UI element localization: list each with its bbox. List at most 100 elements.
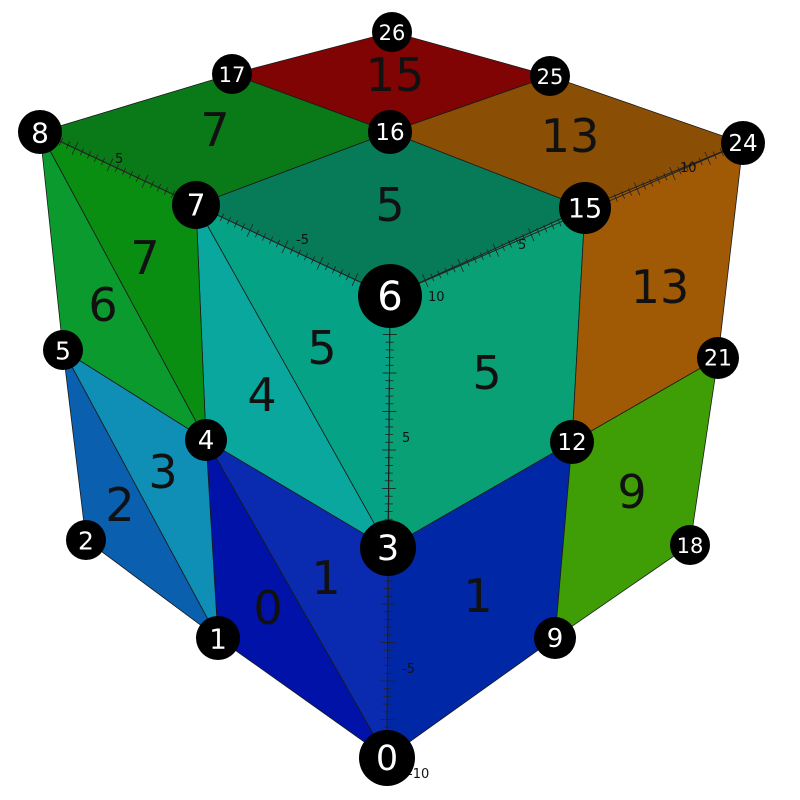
node-marker	[358, 264, 422, 328]
node-marker	[372, 12, 412, 52]
node-label: 5	[55, 337, 71, 366]
node-17: 17	[212, 54, 252, 94]
node-label: 8	[31, 117, 49, 150]
axis-tick	[268, 236, 274, 245]
node-label: 4	[198, 426, 215, 456]
axis-tick	[656, 175, 661, 184]
node-25: 25	[530, 56, 570, 96]
face-label: 6	[88, 278, 117, 332]
axis-tick	[649, 178, 654, 187]
axis-tick	[422, 274, 429, 288]
node-1: 1	[196, 616, 240, 660]
axis-tick	[479, 252, 484, 261]
node-7: 7	[172, 181, 220, 229]
axis-tick	[345, 272, 351, 281]
axis-tick	[698, 157, 703, 166]
face-label: 1	[463, 569, 492, 623]
axis-tick-label: -5	[296, 233, 309, 248]
node-label: 3	[377, 529, 399, 569]
axis-tick	[170, 190, 176, 199]
node-label: 0	[376, 739, 398, 779]
axis-tick	[492, 243, 500, 257]
axis-tick	[93, 154, 99, 163]
axis-tick	[528, 228, 535, 242]
node-label: 6	[377, 274, 402, 320]
node-26: 26	[372, 12, 412, 52]
axis-tick	[633, 182, 641, 196]
node-4: 4	[185, 419, 227, 461]
node-marker	[530, 56, 570, 96]
axis-tick	[135, 174, 141, 182]
axis-tick	[128, 170, 134, 179]
axis-tick-label: 5	[402, 431, 410, 446]
axis-tick	[522, 234, 527, 242]
axis-tick	[100, 157, 106, 166]
axis-tick	[472, 255, 477, 264]
node-marker	[721, 121, 765, 165]
axis-tick	[557, 218, 562, 227]
axis-tick-label: -5	[402, 662, 415, 677]
node-marker	[66, 520, 106, 560]
axis-tick	[275, 239, 281, 248]
axis-tick-label: -10	[408, 767, 429, 782]
axis-tick	[536, 227, 541, 236]
axis-tick	[254, 229, 260, 238]
node-label: 9	[547, 624, 564, 654]
node-16: 16	[368, 110, 412, 154]
faces-layer	[38, 31, 745, 760]
axis-tick	[543, 224, 548, 233]
node-label: 24	[728, 131, 757, 157]
node-marker	[368, 110, 412, 154]
axis-tick	[233, 220, 239, 228]
node-label: 21	[704, 347, 732, 372]
axis-tick	[684, 163, 689, 172]
axis-tick-label: 5	[518, 238, 526, 253]
node-marker	[550, 420, 594, 464]
axis-tick	[691, 160, 696, 169]
node-label: 1	[209, 623, 227, 656]
axis-tick-label: 5	[115, 152, 123, 167]
axis-tick	[58, 138, 64, 146]
axis-tick	[324, 262, 330, 271]
axis-tick	[621, 191, 625, 199]
node-label: 18	[677, 534, 704, 558]
face-label: 7	[130, 231, 159, 285]
axis-tick	[550, 221, 555, 230]
axis-tick	[331, 265, 337, 274]
axis-tick	[642, 182, 647, 190]
axis-tick	[121, 167, 127, 176]
face-label: 0	[253, 581, 282, 635]
axis-tick	[261, 233, 267, 241]
node-label: 25	[537, 65, 564, 89]
axis-tick	[79, 147, 85, 156]
axis-tick-label: 10	[680, 161, 697, 176]
node-marker	[18, 110, 62, 154]
axis-tick	[71, 141, 79, 155]
axis-tick	[86, 151, 92, 159]
node-marker	[185, 419, 227, 461]
axis-tick	[677, 166, 682, 175]
face-label: 15	[366, 48, 425, 102]
node-9: 9	[534, 617, 576, 659]
axis-tick	[219, 213, 225, 222]
node-label: 26	[379, 21, 406, 45]
face-label: 3	[148, 445, 177, 499]
face-label: 7	[200, 103, 229, 157]
axis-tick	[310, 256, 316, 264]
face-label: 2	[105, 478, 134, 532]
node-label: 16	[375, 120, 404, 146]
axis-tick	[351, 273, 359, 287]
axis-tick	[704, 151, 711, 165]
axis-tick	[515, 237, 520, 245]
node-marker	[172, 181, 220, 229]
axis-tick	[430, 273, 435, 282]
node-24: 24	[721, 121, 765, 165]
axis-tick	[163, 187, 169, 195]
axis-tick	[457, 258, 464, 272]
axis-tick	[149, 180, 155, 189]
face-label: 4	[247, 368, 276, 422]
node-marker	[670, 525, 710, 565]
